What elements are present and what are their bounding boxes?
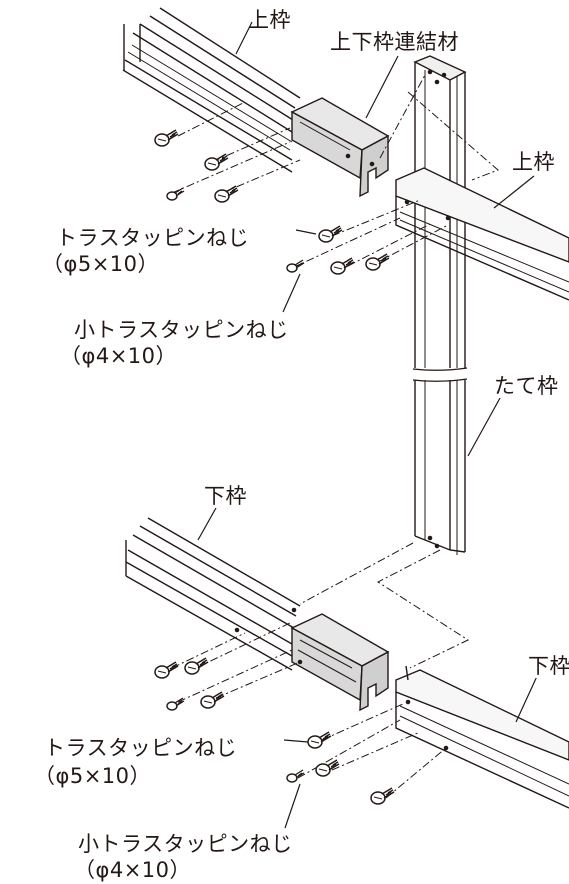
- label-lower-frame-right: 下枠: [526, 654, 569, 678]
- upper-frame-right: [395, 167, 569, 301]
- upper-frame-left: [122, 7, 301, 173]
- label-truss-screw-lower: トラスタッピンねじ: [44, 736, 238, 760]
- label-truss-screw-lower-spec: （φ5×10）: [34, 764, 152, 788]
- label-upper-frame-left: 上枠: [248, 8, 291, 32]
- lower-connector: [290, 613, 390, 712]
- lower-frame-right: [395, 665, 569, 809]
- label-upper-lower-connector: 上下枠連結材: [330, 30, 459, 54]
- label-small-truss-screw-lower-spec: （φ4×10）: [74, 858, 192, 882]
- upper-guide-lines: [171, 74, 499, 269]
- label-truss-screw-upper-spec: （φ5×10）: [42, 252, 160, 276]
- label-small-truss-screw-lower: 小トラスタッピンねじ: [78, 832, 293, 856]
- label-small-truss-screw-upper: 小トラスタッピンねじ: [74, 318, 289, 342]
- label-lower-frame-left: 下枠: [204, 484, 247, 508]
- label-vertical-frame: たて枠: [492, 374, 561, 398]
- label-upper-frame-right: 上枠: [510, 150, 557, 174]
- vertical-frame-lower: [414, 380, 466, 555]
- label-truss-screw-upper: トラスタッピンねじ: [56, 226, 250, 250]
- lower-guide-lines: [171, 542, 470, 799]
- leader-lines: [197, 21, 539, 829]
- lower-frame-left: [125, 517, 301, 671]
- label-small-truss-screw-upper-spec: （φ4×10）: [60, 344, 178, 368]
- upper-connector: [290, 97, 390, 198]
- vertical-frame-break: [405, 367, 477, 382]
